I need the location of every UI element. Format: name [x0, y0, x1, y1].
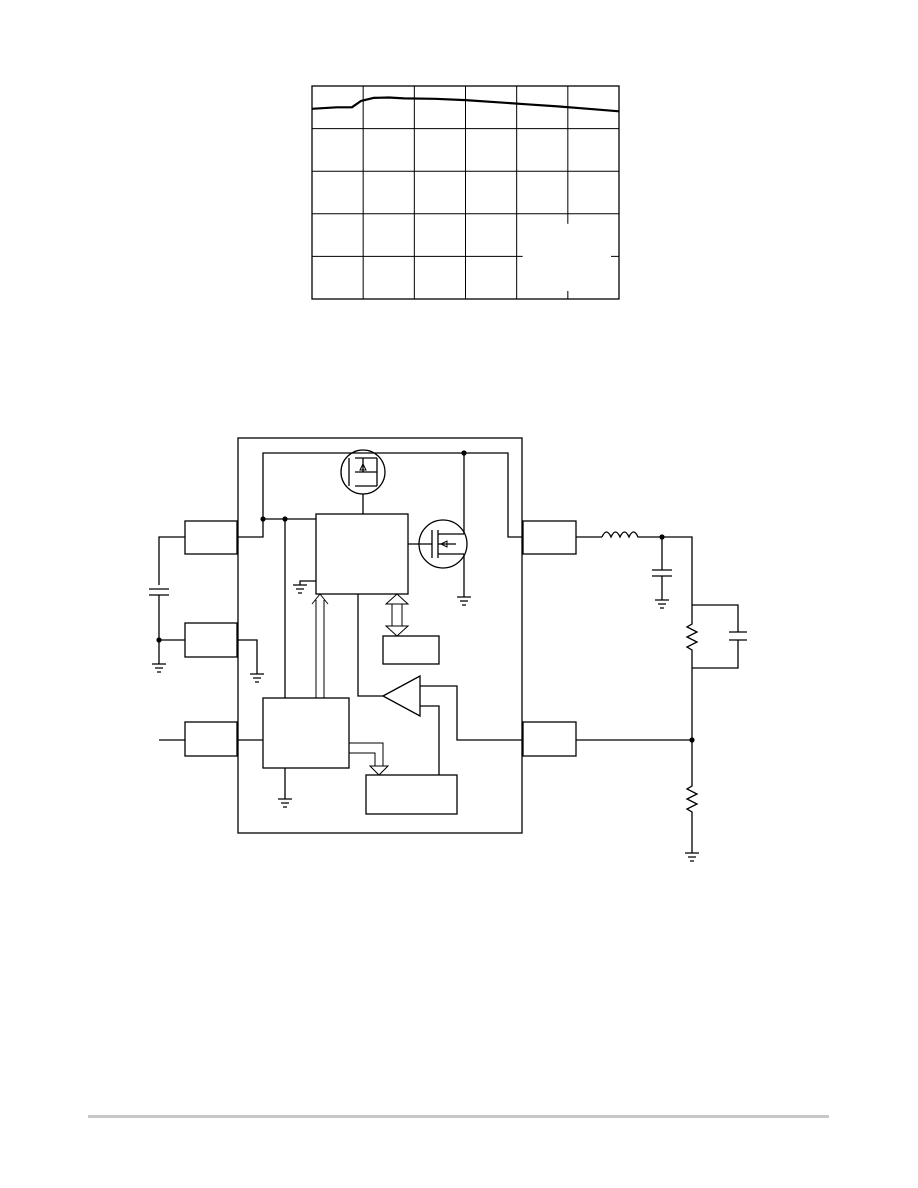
- ground-symbol: [250, 673, 264, 683]
- bidirectional-arrow: [384, 593, 410, 637]
- feedback-wire: [420, 685, 522, 741]
- control-logic-block: [315, 513, 409, 595]
- ground-symbol: [293, 584, 307, 594]
- feedback-resistor-top: [685, 605, 699, 668]
- ground-symbol: [152, 663, 166, 673]
- ground-symbol: [457, 596, 471, 606]
- ground-symbol: [278, 798, 292, 808]
- supply-rail: [262, 452, 522, 538]
- left-mid-pin-wire: [158, 639, 185, 664]
- amp-to-ref-wire: [420, 705, 440, 775]
- error-amplifier: [381, 674, 421, 718]
- pin-box-left-bottom: [184, 721, 238, 757]
- oscillator-block: [262, 697, 350, 769]
- footer-rule: [88, 1115, 829, 1118]
- control-to-comparator-wire: [357, 594, 383, 697]
- ground-symbol: [655, 599, 669, 609]
- left-top-pin-wire: [158, 536, 185, 585]
- supply-to-pin-wire: [237, 518, 316, 538]
- performance-chart: [311, 85, 620, 300]
- block-diagram: [149, 437, 747, 862]
- output-inductor: [601, 531, 662, 539]
- junction-dot: [260, 516, 266, 522]
- pin-box-left-mid: [184, 622, 238, 658]
- pin-box-left-top: [184, 520, 238, 555]
- up-arrow-pair: [311, 593, 329, 698]
- input-capacitor: [149, 588, 169, 640]
- pin-box-right-top: [522, 520, 577, 555]
- protection-block: [365, 774, 458, 815]
- output-capacitor: [652, 537, 672, 600]
- feedforward-capacitor: [729, 631, 747, 641]
- ground-symbol: [685, 852, 699, 862]
- chart-legend-area: [522, 223, 611, 291]
- pin-box-right-bottom: [522, 721, 577, 757]
- output-rail-wire: [662, 536, 693, 605]
- chart-series-line: [311, 96, 620, 113]
- control-ground-wire: [299, 580, 316, 585]
- chart-grid: [311, 85, 620, 300]
- ic-package-outline: [237, 437, 523, 834]
- pmos-transistor: [340, 449, 386, 514]
- down-arrow: [349, 742, 390, 776]
- chart-series-layer: [311, 96, 620, 113]
- feedback-cap-loop-wire: [692, 604, 739, 669]
- reference-block: [382, 635, 440, 665]
- nmos-transistor: [408, 453, 468, 597]
- feedback-resistor-bottom: [685, 740, 699, 853]
- mid-pin-inner-ground-wire: [237, 639, 258, 674]
